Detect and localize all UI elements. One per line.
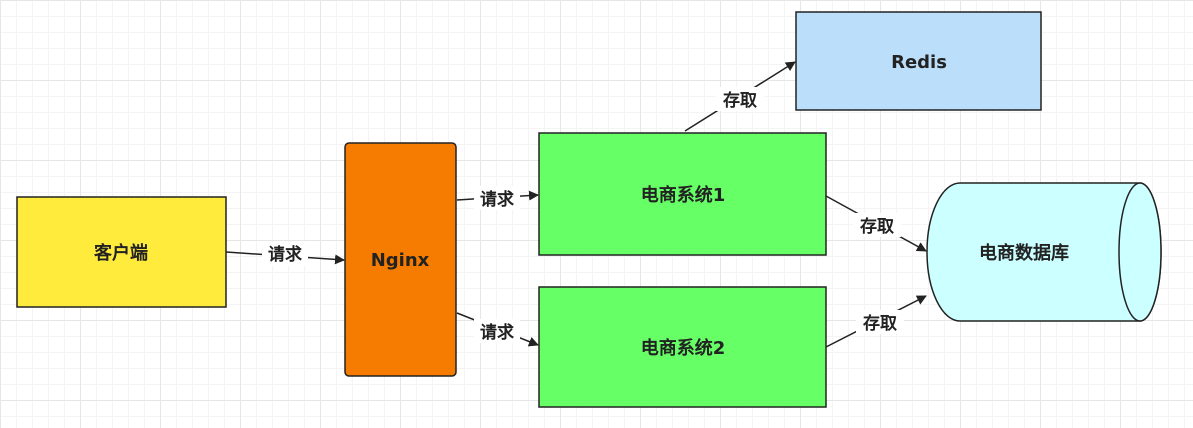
- shop1-box: [538, 132, 827, 256]
- node-nginx: Nginx: [344, 142, 457, 377]
- node-shop2: 电商系统2: [538, 286, 827, 408]
- node-shop1: 电商系统1: [538, 132, 827, 256]
- node-database: 电商数据库: [926, 182, 1162, 322]
- edge-label-nginx-shop2: 请求: [480, 322, 514, 343]
- edge-label-client-nginx: 请求: [268, 244, 302, 265]
- shop2-box: [538, 286, 827, 408]
- database-label: 电商数据库: [979, 242, 1069, 264]
- nginx-label: Nginx: [371, 250, 430, 271]
- nginx-box: [344, 142, 457, 377]
- edge-label-shop1-db: 存取: [860, 216, 894, 237]
- redis-box: [795, 11, 1042, 111]
- edge-labels: 请求 请求 请求 存取 存取 存取: [262, 87, 904, 343]
- client-box: [16, 196, 227, 308]
- shop1-label: 电商系统1: [641, 184, 726, 206]
- database-cylinder-cap: [1118, 182, 1162, 322]
- node-redis: Redis: [795, 11, 1042, 111]
- node-client: 客户端: [16, 196, 227, 308]
- edge-label-shop1-redis: 存取: [723, 90, 757, 111]
- client-label: 客户端: [94, 242, 148, 264]
- edge-label-shop2-db: 存取: [863, 313, 897, 334]
- redis-label: Redis: [891, 52, 947, 73]
- edge-label-nginx-shop1: 请求: [480, 189, 514, 210]
- shop2-label: 电商系统2: [641, 337, 726, 359]
